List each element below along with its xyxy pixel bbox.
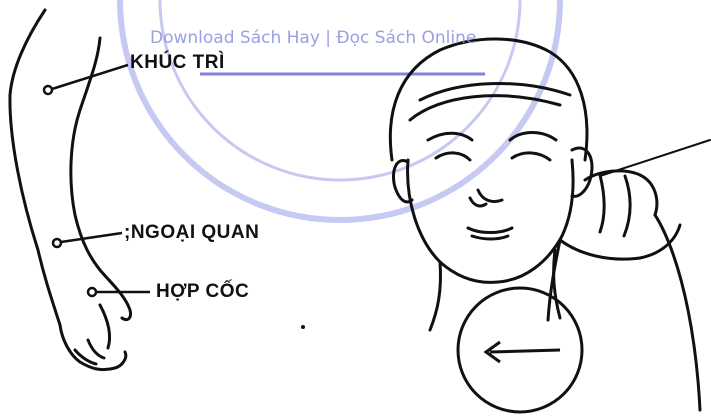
khuc-tri-point xyxy=(44,86,52,94)
label-khuc-tri: KHÚC TRÌ xyxy=(130,52,225,74)
speck xyxy=(301,325,305,329)
watermark-text: Download Sách Hay | Đọc Sách Online xyxy=(150,28,476,48)
needle xyxy=(600,140,710,176)
acupoint-markers xyxy=(44,86,96,296)
ngoai-quan-point xyxy=(53,239,61,247)
arm-drawing xyxy=(10,10,131,370)
label-ngoai-quan: ;NGOẠI QUAN xyxy=(124,222,259,244)
inset-circle xyxy=(458,288,582,412)
label-hop-coc: HỢP CỐC xyxy=(156,281,249,303)
hop-coc-point xyxy=(88,288,96,296)
leader-lines xyxy=(52,65,150,292)
face-drawing xyxy=(390,39,592,330)
